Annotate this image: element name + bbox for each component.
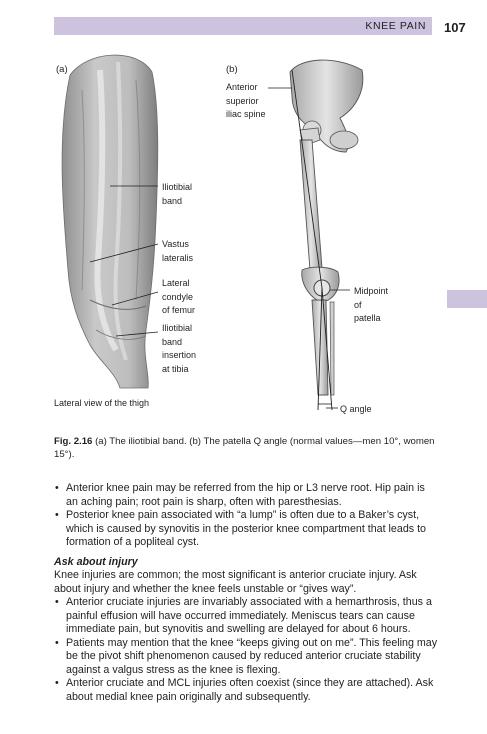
figure-caption: Fig. 2.16 (a) The iliotibial band. (b) T… bbox=[54, 436, 444, 461]
bullet-icon: • bbox=[55, 677, 59, 689]
lateral-view-label: Lateral view of the thigh bbox=[54, 398, 150, 408]
figure-number: Fig. 2.16 bbox=[54, 436, 93, 447]
iliotibial-insertion-label: Iliotibial band insertion at tibia bbox=[162, 323, 197, 374]
bullet-item: •Patients may mention that the knee “kee… bbox=[55, 636, 438, 676]
panel-b-label: (b) bbox=[226, 64, 238, 75]
bullet-item: •Anterior cruciate injuries are invariab… bbox=[55, 596, 432, 635]
bullet-item: •Anterior knee pain may be referred from… bbox=[55, 482, 425, 508]
panel-a-label: (a) bbox=[56, 64, 68, 75]
asis-label: Anterior superior iliac spine bbox=[226, 82, 266, 119]
iliotibial-band-label: Iliotibial band bbox=[162, 182, 193, 206]
thigh-drawing bbox=[61, 54, 159, 389]
running-title: KNEE PAIN bbox=[365, 20, 426, 32]
page-number: 107 bbox=[444, 20, 466, 35]
leg-skeleton-drawing bbox=[268, 59, 364, 411]
bullet-icon: • bbox=[55, 509, 59, 521]
paragraph: Knee injuries are common; the most signi… bbox=[54, 569, 417, 595]
vastus-lateralis-label: Vastus lateralis bbox=[162, 239, 194, 263]
bullet-item: •Posterior knee pain associated with “a … bbox=[55, 509, 426, 548]
bullet-icon: • bbox=[55, 596, 59, 608]
bullet-icon: • bbox=[55, 482, 59, 494]
running-header-bar: KNEE PAIN bbox=[54, 17, 432, 35]
q-angle-label: Q angle bbox=[340, 404, 372, 414]
body-text: •Anterior knee pain may be referred from… bbox=[54, 482, 439, 704]
lateral-condyle-label: Lateral condyle of femur bbox=[162, 278, 196, 315]
subheading: Ask about injury bbox=[54, 555, 138, 568]
midpoint-patella-label: Midpoint of patella bbox=[354, 286, 389, 323]
bullet-icon: • bbox=[55, 636, 59, 649]
section-thumb-tab bbox=[447, 290, 487, 308]
bullet-item: •Anterior cruciate and MCL injuries ofte… bbox=[55, 677, 434, 703]
caption-text: (a) The iliotibial band. (b) The patella… bbox=[54, 436, 435, 460]
